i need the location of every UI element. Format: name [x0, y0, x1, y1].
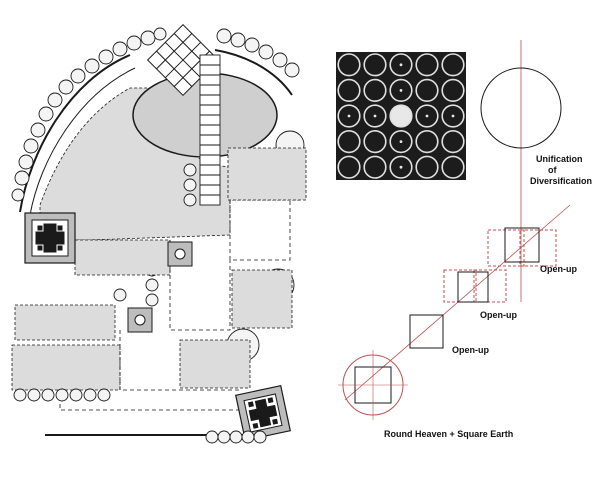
curved-bed-edge — [19, 54, 131, 213]
small-planters — [127, 241, 193, 333]
grid-circle — [415, 104, 439, 128]
label-open-up-middle: Open-up — [480, 310, 517, 320]
lawn-panel-center — [179, 339, 251, 389]
grid-circles — [337, 53, 465, 179]
grid-circle — [337, 53, 361, 77]
open-up-square-mid-center — [457, 271, 489, 303]
label-round-heaven: Round Heaven + Square Earth — [384, 429, 513, 439]
lawn-panel-right-mid — [231, 269, 293, 329]
label-unification-1: Unification — [536, 154, 583, 164]
shrub-row-top-right — [216, 28, 300, 78]
grid-glyph-mark — [451, 114, 455, 118]
circle-grid-panel — [336, 52, 466, 180]
open-up-square-mid-right — [473, 269, 507, 303]
grid-glyph-mark — [399, 140, 403, 144]
feature-square-left — [24, 212, 76, 264]
grid-circle — [441, 155, 465, 179]
grid-circle — [415, 155, 439, 179]
label-unification-2: of — [548, 165, 557, 175]
feature-square-right — [235, 385, 291, 441]
grid-glyph-mark — [425, 114, 429, 118]
label-open-up-bottom: Open-up — [452, 345, 489, 355]
concept-diagram: Unification of Diversification Open-up O… — [338, 40, 592, 439]
shrub-row-bottom — [13, 388, 267, 444]
grid-glyph-mark — [399, 63, 403, 67]
grid-circle — [415, 130, 439, 154]
boardwalk — [199, 54, 221, 206]
grid-circle — [441, 104, 465, 128]
curved-bed-inner — [29, 67, 136, 216]
grid-circle — [415, 53, 439, 77]
grid-circle — [389, 155, 413, 179]
grid-circle — [363, 78, 387, 102]
grid-glyph-mark — [399, 89, 403, 92]
open-up-square-low — [409, 314, 444, 349]
open-up-square-top-center — [504, 227, 540, 263]
grid-circle — [389, 53, 413, 77]
grid-circle — [363, 104, 387, 128]
grid-glyph-mark — [373, 114, 377, 118]
path-outlines — [59, 200, 291, 411]
lawn-panel-left-mid — [14, 304, 116, 341]
grid-circle — [389, 78, 413, 102]
open-up-square-top-left — [487, 229, 525, 267]
lawn-panel-right-top — [227, 147, 307, 201]
grid-circle — [441, 53, 465, 77]
grid-circle — [415, 78, 439, 102]
grid-circle — [337, 78, 361, 102]
grid-glyph-mark — [399, 165, 403, 169]
grid-circle — [441, 78, 465, 102]
lawn-panel-bottom-left — [11, 344, 121, 391]
grid-circle — [363, 130, 387, 154]
grid-circle — [363, 155, 387, 179]
grid-circle — [389, 130, 413, 154]
grid-circle — [363, 53, 387, 77]
lawn-panel-mid — [74, 239, 171, 276]
grid-circle — [337, 155, 361, 179]
open-up-square-mid-left — [443, 269, 477, 303]
grid-center-circle — [389, 104, 413, 128]
label-unification-3: Diversification — [530, 176, 592, 186]
grid-glyph-mark — [347, 114, 351, 118]
garden-plan — [11, 23, 307, 444]
grid-circle — [337, 104, 361, 128]
shrub-row-left — [11, 27, 167, 202]
label-open-up-top: Open-up — [540, 264, 577, 274]
open-up-square-top-right — [519, 229, 557, 267]
grid-circle — [441, 130, 465, 154]
top-right-curve — [214, 49, 293, 96]
unification-circle — [480, 67, 562, 149]
grid-circle — [337, 130, 361, 154]
